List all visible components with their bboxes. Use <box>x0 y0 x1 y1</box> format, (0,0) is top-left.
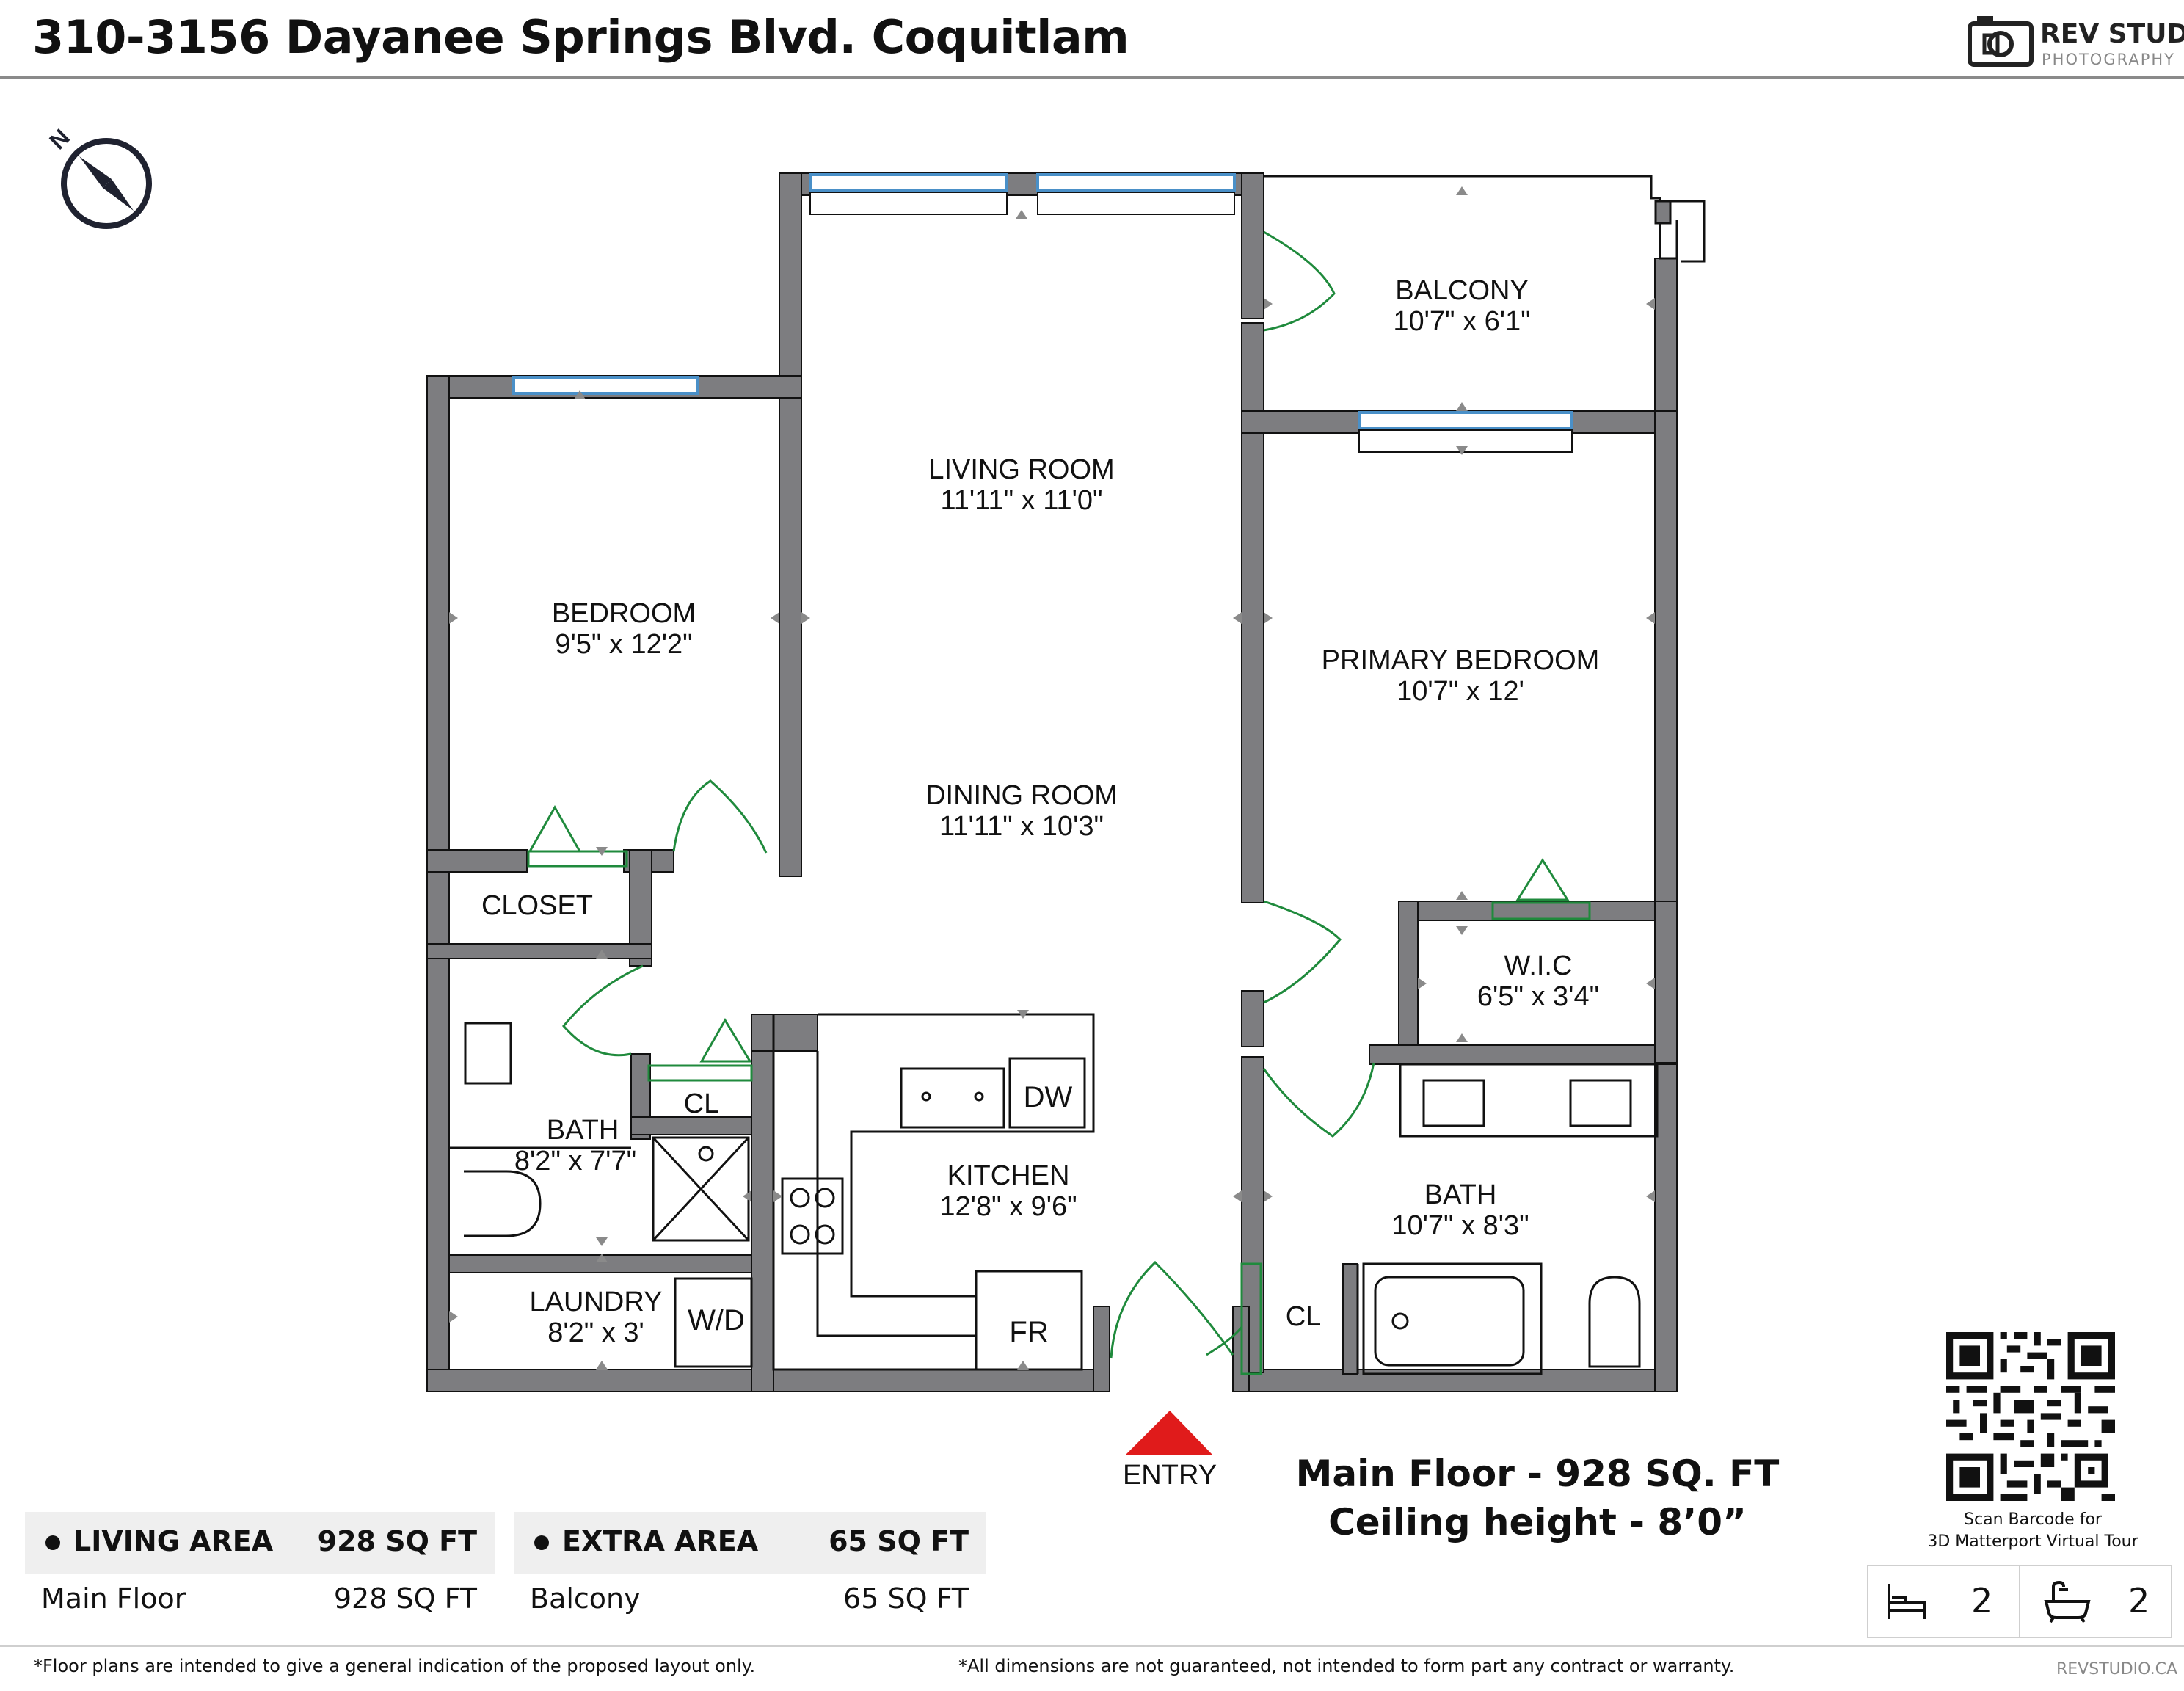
room-labels: BALCONY 10'7" x 6'1" LIVING ROOM 11'11" … <box>481 275 1599 1348</box>
windows <box>512 173 1573 453</box>
entry-arrow-icon <box>1126 1411 1212 1455</box>
bullet-icon <box>46 1535 60 1550</box>
bath-left-label: BATH <box>547 1115 619 1146</box>
compass-icon: N <box>44 124 152 229</box>
living-area-header: LIVING AREA 928 SQ FT <box>25 1512 495 1574</box>
extra-area-heading: EXTRA AREA <box>562 1525 759 1557</box>
dining-room-dim: 11'11" x 10'3" <box>939 811 1104 842</box>
ceiling-height: Ceiling height - 8’0” <box>1328 1501 1747 1543</box>
living-area-row-label: Main Floor <box>41 1582 186 1615</box>
floor-summary: Main Floor - 928 SQ. FT Ceiling height -… <box>1295 1450 1780 1546</box>
compass-north-label: N <box>44 124 75 155</box>
disclaimer-layout: *Floor plans are intended to give a gene… <box>34 1656 756 1676</box>
dining-room-label: DINING ROOM <box>925 780 1118 811</box>
living-area-total: 928 SQ FT <box>317 1525 477 1557</box>
page-title: 310-3156 Dayanee Springs Blvd. Coquitlam <box>32 10 1129 64</box>
laundry-dim: 8'2" x 3' <box>547 1317 644 1348</box>
cl-right-label: CL <box>1286 1301 1322 1332</box>
kitchen-label: KITCHEN <box>947 1160 1070 1191</box>
living-room-label: LIVING ROOM <box>928 454 1114 485</box>
brand-name: REV STUDIO <box>2040 19 2184 49</box>
extra-area-row-value: 65 SQ FT <box>843 1582 969 1615</box>
entry-label: ENTRY <box>1123 1460 1217 1491</box>
primary-bedroom-dim: 10'7" x 12' <box>1397 676 1524 707</box>
disclaimer-dimensions: *All dimensions are not guaranteed, not … <box>958 1656 1735 1676</box>
bedroom-dim: 9'5" x 12'2" <box>555 629 692 660</box>
spec-divider <box>2019 1566 2020 1637</box>
footer-divider <box>0 1645 2184 1647</box>
kitchen-dim: 12'8" x 9'6" <box>939 1191 1077 1222</box>
bed-bath-summary: 2 2 <box>1867 1565 2172 1638</box>
qr-caption: Scan Barcode for 3D Matterport Virtual T… <box>1886 1509 2180 1553</box>
dishwasher-label: DW <box>1024 1081 1073 1113</box>
bedroom-label: BEDROOM <box>552 598 696 629</box>
bath-count: 2 <box>2128 1581 2150 1621</box>
bath-left-dim: 8'2" x 7'7" <box>514 1146 636 1177</box>
website-link[interactable]: REVSTUDIO.CA <box>2056 1660 2177 1679</box>
closet-label: CLOSET <box>481 890 593 921</box>
fridge-label: FR <box>1009 1316 1048 1348</box>
balcony-label: BALCONY <box>1395 275 1529 306</box>
extra-area-total: 65 SQ FT <box>829 1525 969 1557</box>
qr-code[interactable] <box>1946 1332 2115 1501</box>
living-area-card: LIVING AREA 928 SQ FT Main Floor 928 SQ … <box>25 1512 495 1622</box>
living-room-dim: 11'11" x 11'0" <box>940 485 1102 516</box>
bath-right-dim: 10'7" x 8'3" <box>1391 1210 1529 1241</box>
extra-area-row-label: Balcony <box>530 1582 641 1615</box>
bathtub-icon <box>2044 1580 2091 1623</box>
balcony-dim: 10'7" x 6'1" <box>1393 306 1530 337</box>
bullet-icon <box>534 1535 549 1550</box>
wic-dim: 6'5" x 3'4" <box>1477 981 1599 1012</box>
brand-subtitle: PHOTOGRAPHY <box>2042 51 2176 68</box>
living-area-heading: LIVING AREA <box>73 1525 274 1557</box>
brand-logo: REV STUDIO PHOTOGRAPHY <box>1967 10 2184 72</box>
header-divider <box>0 76 2184 79</box>
balcony-outline <box>1264 175 1706 263</box>
wic-label: W.I.C <box>1504 950 1573 981</box>
bath-right-label: BATH <box>1424 1179 1497 1210</box>
qr-caption-line1: Scan Barcode for <box>1964 1510 2102 1529</box>
walls <box>426 172 1678 1392</box>
dimension-markers <box>449 186 1655 1370</box>
bed-count: 2 <box>1971 1581 1993 1621</box>
washer-dryer-label: W/D <box>688 1304 745 1337</box>
cl-left-label: CL <box>684 1088 720 1119</box>
primary-bedroom-label: PRIMARY BEDROOM <box>1322 645 1600 676</box>
qr-caption-line2: 3D Matterport Virtual Tour <box>1927 1532 2138 1551</box>
doors <box>527 230 1591 1375</box>
camera-icon <box>1968 16 2034 67</box>
extra-area-card: EXTRA AREA 65 SQ FT Balcony 65 SQ FT <box>514 1512 986 1622</box>
living-area-row-value: 928 SQ FT <box>333 1582 477 1615</box>
extra-area-header: EXTRA AREA 65 SQ FT <box>514 1512 986 1574</box>
bed-icon <box>1888 1584 1926 1619</box>
main-floor-area: Main Floor - 928 SQ. FT <box>1295 1452 1780 1495</box>
laundry-label: LAUNDRY <box>530 1287 663 1317</box>
